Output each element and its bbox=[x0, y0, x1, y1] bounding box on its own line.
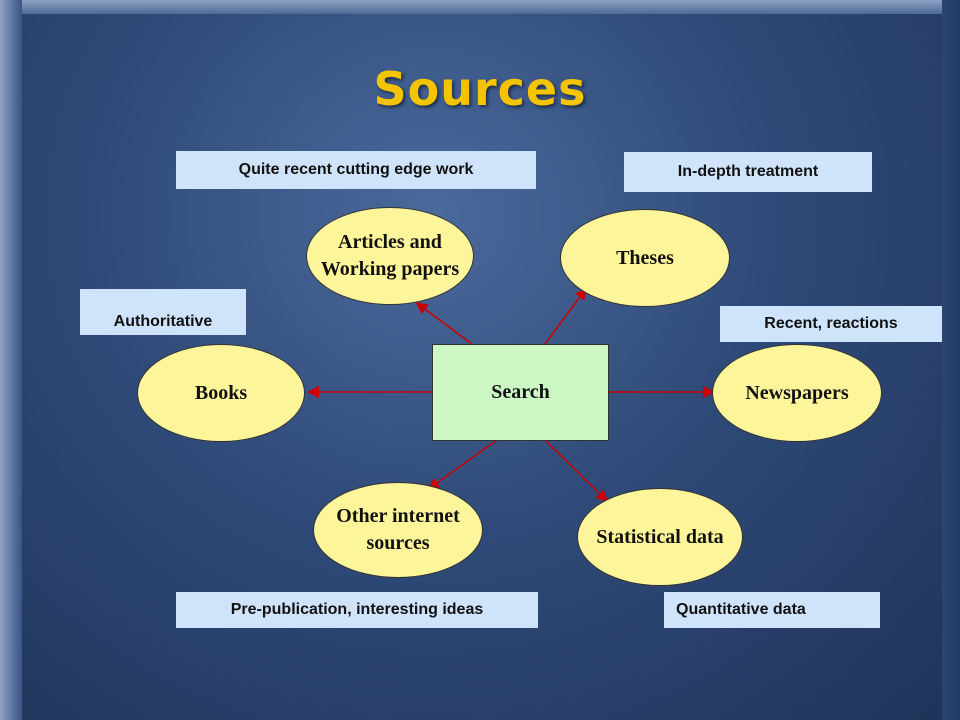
note-books: Authoritative bbox=[80, 289, 246, 335]
node-books: Books bbox=[137, 344, 305, 442]
node-other-internet: Other internet sources bbox=[313, 482, 483, 578]
arrow-to-other-internet bbox=[427, 439, 498, 490]
note-theses: In-depth treatment bbox=[624, 152, 872, 192]
node-statistical: Statistical data bbox=[577, 488, 743, 586]
node-newspapers: Newspapers bbox=[712, 344, 882, 442]
node-theses: Theses bbox=[560, 209, 730, 307]
note-articles: Quite recent cutting edge work bbox=[176, 151, 536, 189]
slide-frame-left bbox=[0, 0, 22, 720]
slide-frame-top bbox=[0, 0, 960, 14]
arrow-to-articles bbox=[415, 302, 473, 345]
arrow-to-statistical bbox=[544, 439, 609, 503]
note-statistical: Quantitative data bbox=[664, 592, 880, 628]
node-articles-label: Articles and Working papers bbox=[320, 231, 460, 280]
note-other-internet: Pre-publication, interesting ideas bbox=[176, 592, 538, 628]
slide-frame-right bbox=[942, 0, 960, 720]
note-newspapers: Recent, reactions bbox=[720, 306, 942, 342]
center-search-box: Search bbox=[432, 344, 609, 441]
arrow-to-theses bbox=[544, 287, 587, 345]
slide-title: Sources bbox=[373, 62, 587, 116]
node-other-internet-label: Other internet sources bbox=[336, 505, 460, 554]
node-articles: Articles and Working papers bbox=[306, 207, 474, 305]
